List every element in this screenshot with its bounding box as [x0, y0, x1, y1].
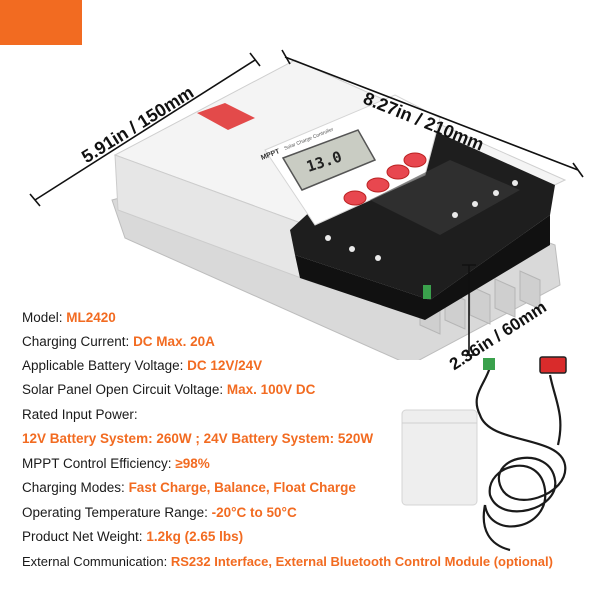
spec-label: Charging Current: — [22, 334, 134, 349]
spec-charging-current: Charging Current: DC Max. 20A — [22, 334, 215, 350]
green-plug — [483, 358, 495, 370]
spec-value: RS232 Interface, External Bluetooth Cont… — [170, 554, 553, 569]
brand-corner-tab — [0, 0, 82, 45]
device-terminal-strip — [295, 215, 550, 320]
spec-open-circuit-voltage: Solar Panel Open Circuit Voltage: Max. 1… — [22, 382, 315, 398]
spec-model: Model: ML2420 — [22, 310, 116, 326]
spec-rated-input-power: Rated Input Power: — [22, 407, 138, 423]
terminal-holes — [325, 180, 518, 261]
spec-label: Charging Modes: — [22, 480, 129, 495]
spec-value: Fast Charge, Balance, Float Charge — [128, 480, 356, 495]
spec-net-weight: Product Net Weight: 1.2kg (2.65 lbs) — [22, 529, 243, 545]
spec-value: ML2420 — [66, 310, 116, 325]
spec-label: External Communication: — [22, 554, 171, 569]
spec-charging-modes: Charging Modes: Fast Charge, Balance, Fl… — [22, 480, 356, 496]
spec-battery-voltage: Applicable Battery Voltage: DC 12V/24V — [22, 358, 262, 374]
status-indicator-block — [197, 103, 255, 130]
dimension-lines — [29, 49, 584, 356]
spec-label: MPPT Control Efficiency: — [22, 456, 176, 471]
panel-label-area — [370, 160, 520, 235]
spec-value: 1.2kg (2.65 lbs) — [146, 529, 244, 544]
red-connector — [539, 356, 567, 374]
spec-operating-temperature: Operating Temperature Range: -20°C to 50… — [22, 505, 297, 521]
device-buttons — [343, 152, 427, 206]
spec-label: Model: — [22, 310, 67, 325]
spec-rated-input-power-values: 12V Battery System: 260W ; 24V Battery S… — [22, 431, 373, 447]
lcd-screen — [281, 129, 377, 191]
spec-value: DC 12V/24V — [187, 358, 263, 373]
spec-label: Applicable Battery Voltage: — [22, 358, 188, 373]
spec-value: DC Max. 20A — [133, 334, 215, 349]
screw-bag — [401, 409, 478, 506]
spec-label: Rated Input Power: — [22, 407, 138, 422]
spec-label: Product Net Weight: — [22, 529, 147, 544]
spec-value: ≥98% — [175, 456, 210, 471]
accessory-illustration — [401, 356, 567, 552]
spec-value: 12V Battery System: 260W ; 24V Battery S… — [22, 431, 374, 446]
temperature-cable — [475, 366, 567, 552]
spec-label: Solar Panel Open Circuit Voltage: — [22, 382, 227, 397]
green-connector — [423, 285, 431, 299]
spec-external-communication: External Communication: RS232 Interface,… — [22, 554, 553, 570]
device-front-face — [114, 154, 321, 286]
spec-value: Max. 100V DC — [226, 382, 316, 397]
spec-value: -20°C to 50°C — [211, 505, 297, 520]
spec-mppt-efficiency: MPPT Control Efficiency: ≥98% — [22, 456, 210, 472]
charge-controller-illustration: 13.0 MPPT Solar Charge Controller — [29, 49, 584, 360]
spec-label: Operating Temperature Range: — [22, 505, 212, 520]
